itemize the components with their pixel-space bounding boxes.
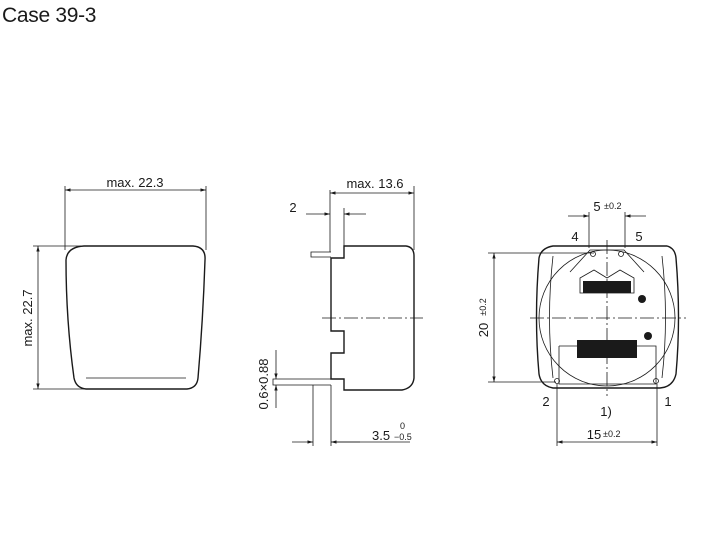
bottom-view-pin-label-1: 1: [664, 394, 671, 409]
bottom-view-pin-4: [590, 251, 596, 257]
front-width-label: max. 22.3: [106, 175, 163, 190]
bottom-pitch-label: 15: [587, 427, 601, 442]
side-standoff-label: 3.5: [372, 428, 390, 443]
side-view-top-pin: [310, 251, 331, 258]
bottom-view: 4 5 2 1 1) 5 ±0.2 20 ±0.2 15 ±0.2: [476, 199, 686, 446]
bottom-view-pin-2: [554, 378, 560, 384]
bottom-view-bottom-cutout: [558, 345, 657, 385]
page-title: Case 39-3: [2, 4, 97, 27]
bottom-view-bottom-terminal: [577, 340, 637, 358]
bottom-pitch-tol: ±0.2: [603, 429, 620, 439]
side-view-bottom-pin: [272, 378, 331, 386]
bottom-view-pin-1: [653, 378, 659, 384]
bottom-view-rib-left: [549, 255, 554, 379]
side-standoff-tol-upper: 0: [400, 421, 405, 431]
bottom-view-pin-5: [618, 251, 624, 257]
bottom-top-pitch-tol: ±0.2: [604, 201, 621, 211]
side-depth-label: max. 13.6: [346, 176, 403, 191]
side-pin-size-label: 0.6×0.88: [256, 359, 271, 410]
front-height-label: max. 22.7: [20, 289, 35, 346]
front-view: max. 22.3 max. 22.7: [20, 175, 207, 390]
side-pin-offset-label: 2: [289, 200, 296, 215]
bottom-height-label: 20: [476, 323, 491, 337]
side-standoff-tol-lower: −0.5: [394, 432, 412, 442]
side-view: max. 13.6 2 0.6×0.88 3.5 0 −0.5: [256, 176, 423, 446]
bottom-view-pin-label-4: 4: [571, 229, 578, 244]
bottom-view-note-label: 1): [600, 404, 612, 419]
bottom-view-marker-dot-bottom: [644, 332, 652, 340]
bottom-view-marker-dot-top: [638, 295, 646, 303]
bottom-view-body: [535, 245, 680, 389]
bottom-top-pitch-label: 5: [593, 199, 600, 214]
front-view-body: [65, 245, 206, 390]
bottom-view-rib-right: [661, 255, 666, 379]
bottom-view-pin-label-5: 5: [635, 229, 642, 244]
side-view-body: [330, 245, 415, 391]
bottom-view-pin-label-2: 2: [542, 394, 549, 409]
bottom-height-tol: ±0.2: [478, 298, 488, 315]
